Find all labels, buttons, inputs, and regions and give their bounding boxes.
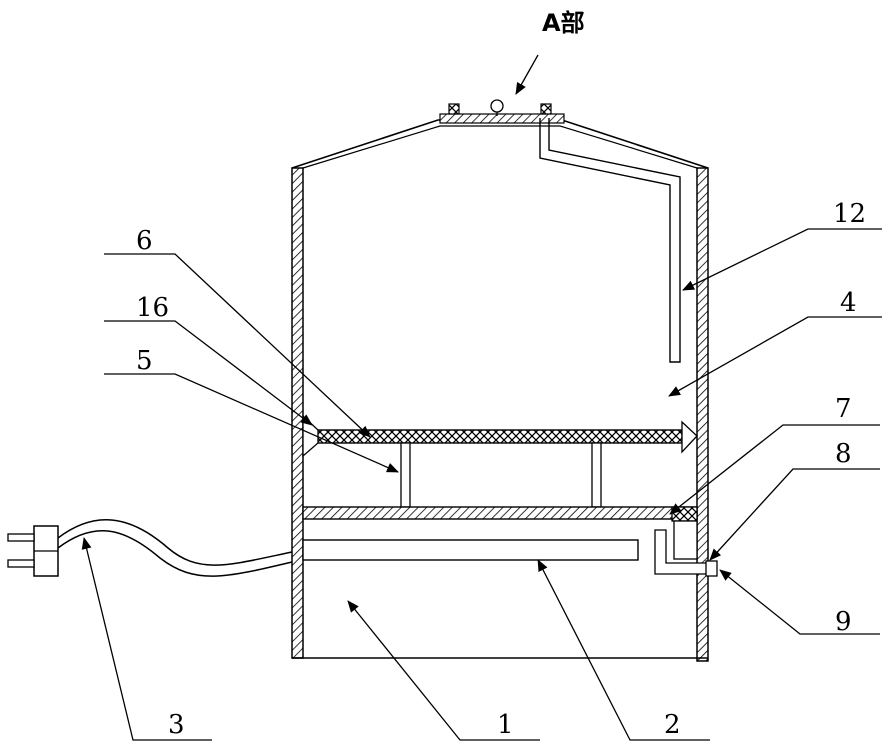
label-6: 6: [136, 226, 153, 256]
lid-bolt-right: [540, 103, 552, 115]
leader-7: [669, 424, 880, 515]
roof-inner: [302, 125, 698, 169]
middle-plate: [302, 506, 698, 520]
label-5: 5: [136, 346, 153, 376]
plug-prong-top: [7, 533, 35, 542]
label-8: 8: [835, 439, 852, 469]
lid-plate: [439, 113, 565, 124]
leader-4: [668, 316, 882, 397]
label-16: 16: [136, 293, 169, 323]
lid-bolt-left: [448, 103, 460, 115]
leader-3: [81, 537, 212, 741]
leader-2: [537, 559, 710, 741]
leader-12: [682, 228, 882, 291]
label-2: 2: [664, 710, 681, 740]
tray-6: [315, 429, 683, 444]
label-7: 7: [835, 394, 852, 424]
leader-6: [104, 253, 371, 438]
support-rod-5-left: [400, 442, 411, 508]
tray-left-tip: [302, 414, 319, 458]
label-3: 3: [168, 710, 185, 740]
leader-5: [104, 373, 399, 473]
label-9: 9: [835, 607, 852, 637]
tray-right-tip: [681, 420, 698, 454]
heating-tube-2: [302, 539, 639, 561]
lid-gauge: [490, 99, 504, 113]
label-part-a: A部: [542, 9, 585, 37]
plug-prong-bottom: [7, 559, 35, 568]
power-cord-3: [57, 519, 293, 566]
housing-right-wall: [696, 167, 709, 662]
leader-16: [104, 320, 313, 426]
outlet-cap-9: [705, 560, 718, 577]
power-cord-3-inner: [57, 529, 293, 577]
housing-left-wall: [291, 167, 304, 659]
outlet-chamber: [673, 520, 698, 560]
label-12: 12: [833, 199, 866, 229]
label-4: 4: [840, 288, 857, 318]
pipe-12-outer: [539, 118, 681, 363]
leader-lines: [81, 54, 882, 741]
leader-a: [515, 54, 539, 95]
support-rod-right: [591, 442, 602, 508]
roof-outer: [291, 119, 709, 169]
leader-1: [347, 600, 540, 741]
leader-8: [709, 468, 880, 561]
leader-9: [719, 569, 880, 635]
label-1: 1: [497, 710, 514, 740]
